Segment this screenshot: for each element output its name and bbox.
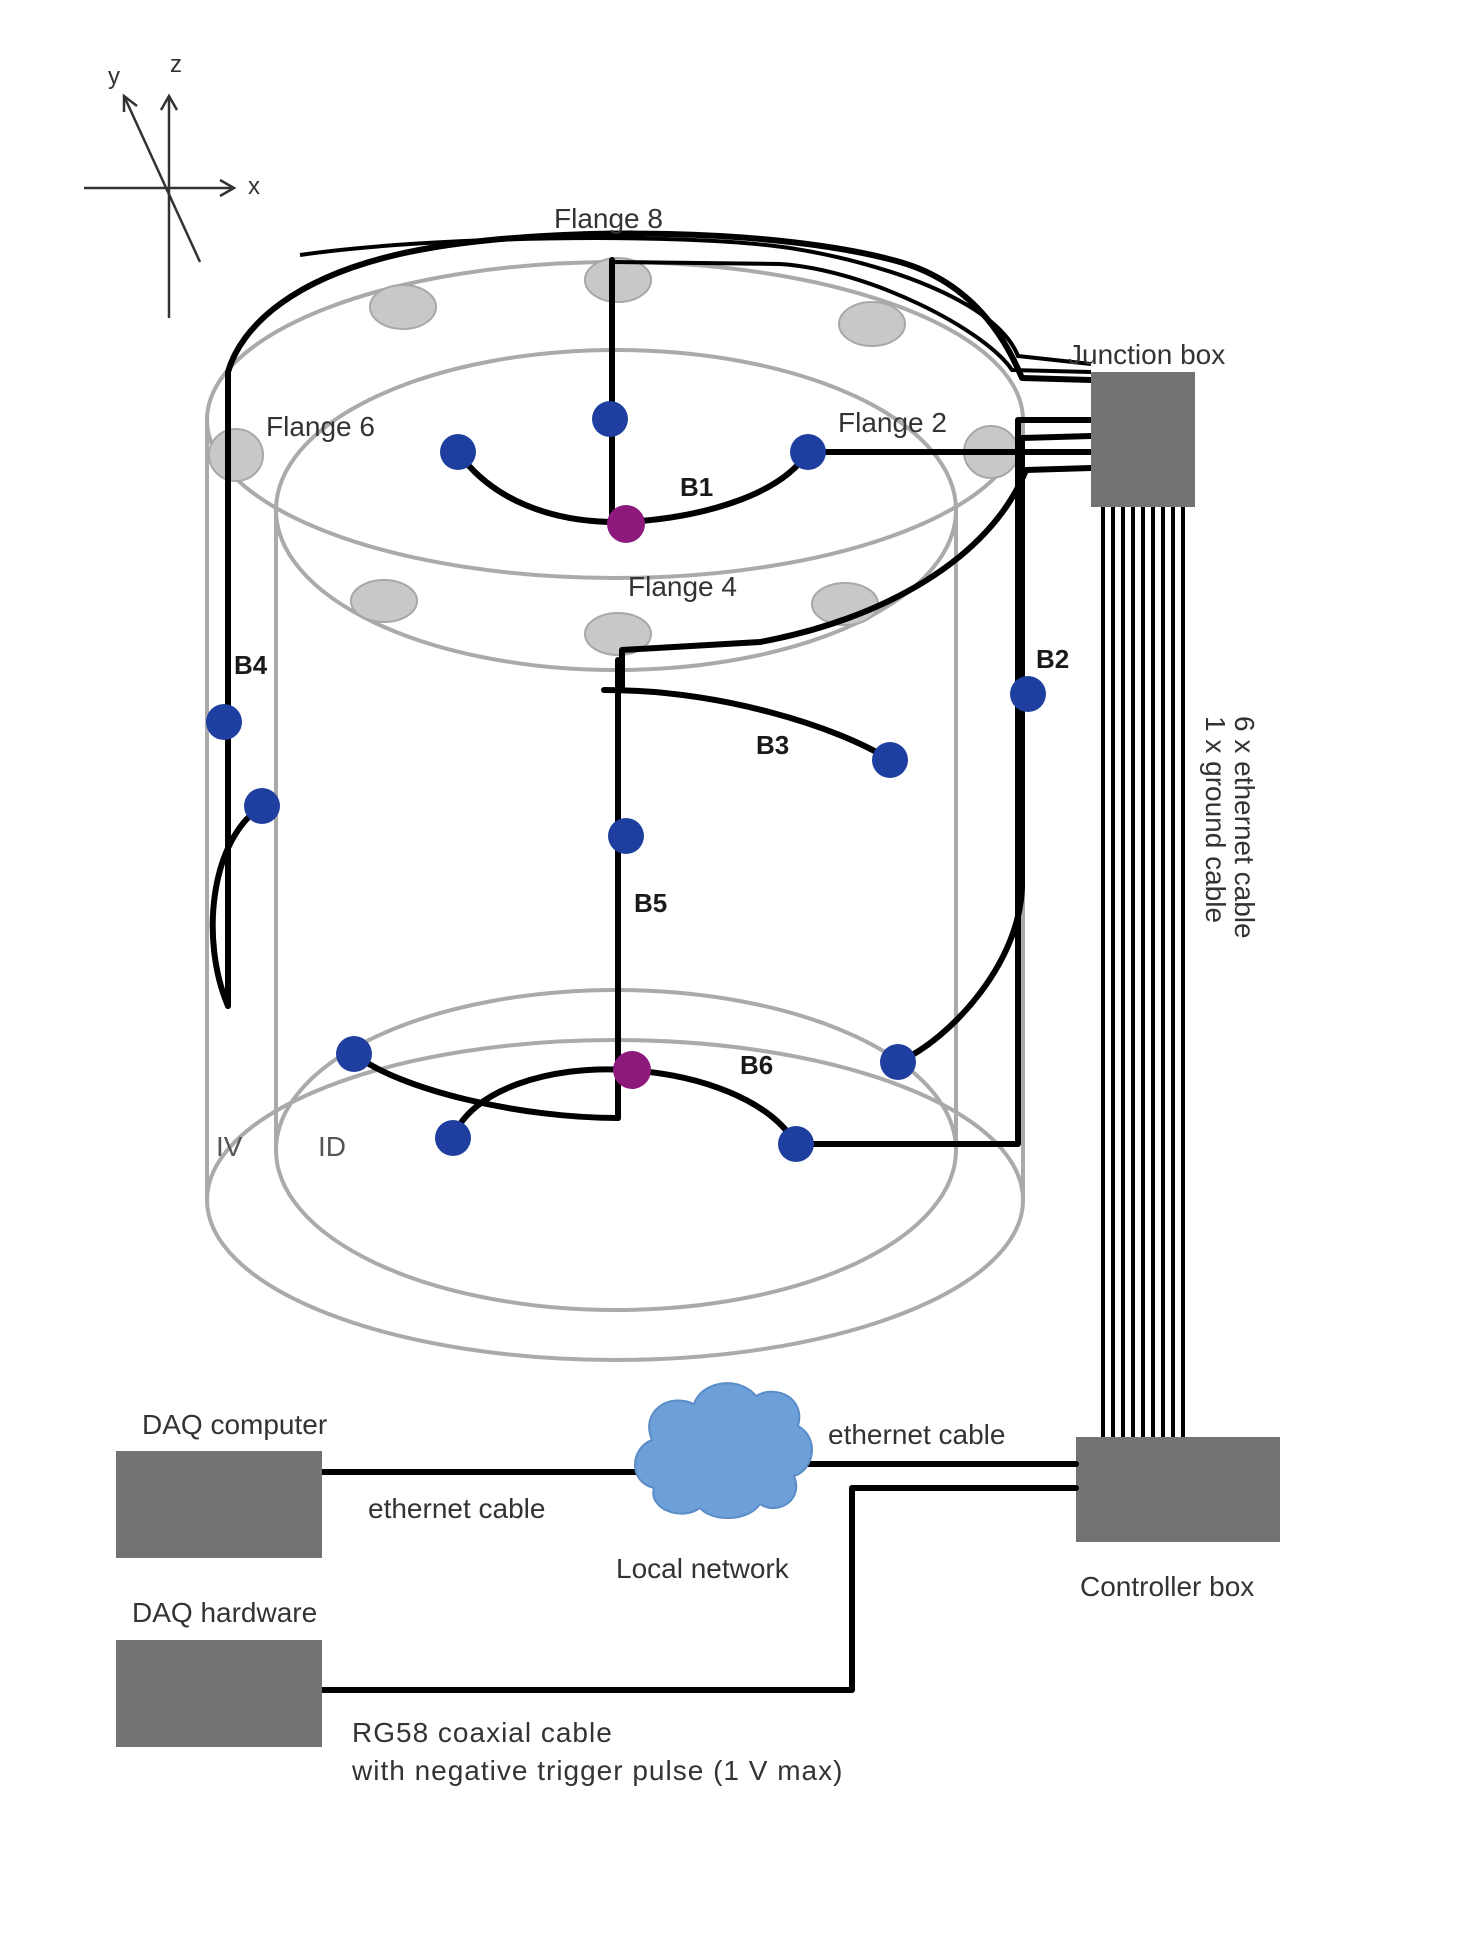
rg58-coax-cable (319, 1485, 1079, 1693)
cable-b3-arc (601, 687, 893, 763)
cable-b6-left-arc (351, 1051, 621, 1121)
iv-label: IV (216, 1131, 243, 1162)
flanges (208, 257, 1019, 656)
tank-labels: Flange 8 Flange 6 Flange 2 Flange 4 IV I… (216, 203, 1069, 1162)
daq-computer-shape (116, 1451, 322, 1558)
pmt-b5 (608, 818, 644, 854)
z-axis-label: z (170, 51, 182, 78)
b1-hub (607, 505, 645, 543)
flange-8-port (584, 257, 652, 303)
coordinate-axes: x y z (84, 51, 260, 318)
pmt-b3 (872, 742, 908, 778)
network-cloud-shape (634, 1382, 813, 1520)
b6-hub (613, 1051, 651, 1089)
controller-box-label: Controller box (1080, 1571, 1254, 1602)
flange-port (350, 579, 418, 623)
pmt-b2 (1010, 676, 1046, 712)
daq-hardware-label: DAQ hardware (132, 1597, 317, 1628)
b3-label: B3 (756, 730, 789, 760)
daq-computer-label: DAQ computer (142, 1409, 327, 1440)
cable-b6-right-run (793, 417, 1094, 1147)
pmt-b1-left (440, 434, 476, 470)
y-axis (122, 95, 202, 263)
junction-box-label: Junction box (1068, 339, 1225, 370)
cable-flange4-to-junction (619, 465, 1094, 693)
daq-hardware: DAQ hardware (116, 1597, 322, 1747)
cable-b4-top-run (225, 230, 1094, 1009)
b1-label: B1 (680, 472, 713, 502)
pmt-b6-left (336, 1036, 372, 1072)
flange-8-label: Flange 8 (554, 203, 663, 234)
id-label: ID (318, 1131, 346, 1162)
coax-cable-label-line2: with negative trigger pulse (1 V max) (351, 1755, 843, 1786)
pmts (206, 401, 1046, 1162)
flange-port (369, 284, 437, 330)
flange-4-label: Flange 4 (628, 571, 737, 602)
pmt-b6-front-right (778, 1126, 814, 1162)
y-axis-label: y (108, 63, 120, 90)
flange-6-port (208, 428, 264, 482)
bundle-label-line1: 6 x ethernet cable (1229, 716, 1260, 939)
cable-b4-loop (209, 803, 265, 1009)
cloud-icon (634, 1382, 813, 1520)
local-network-label: Local network (616, 1553, 790, 1584)
cable-b2-run (895, 433, 1094, 1065)
flange-port (838, 301, 906, 347)
pmt-b1-top (592, 401, 628, 437)
flange-2-label: Flange 2 (838, 407, 947, 438)
cable-b4-top-run-secondary (299, 236, 1092, 366)
b5-label: B5 (634, 888, 667, 918)
ethernet-cable-label-lower: ethernet cable (368, 1493, 545, 1524)
z-axis-arrowhead (159, 93, 179, 111)
pmt-b6-right (880, 1044, 916, 1080)
bundle-label-line2: 1 x ground cable (1200, 716, 1231, 923)
pmt-b6-front-left (435, 1120, 471, 1156)
controller-box-shape (1076, 1437, 1280, 1542)
daq-computer: DAQ computer (116, 1409, 327, 1558)
cable-flange8-to-junction (611, 260, 1092, 374)
junction-box-shape (1091, 372, 1195, 507)
x-axis-label: x (248, 173, 260, 200)
pmt-b4-upper (206, 704, 242, 740)
network-cables (319, 1461, 1079, 1693)
flange-4-port (584, 612, 652, 656)
y-axis-arrowhead (122, 93, 138, 112)
flange-6-label: Flange 6 (266, 411, 375, 442)
x-axis-arrowhead (219, 178, 237, 198)
daq-hardware-shape (116, 1640, 322, 1747)
b2-label: B2 (1036, 644, 1069, 674)
ethernet-bundle (1101, 505, 1185, 1437)
coax-cable-label-line1: RG58 coaxial cable (352, 1717, 613, 1748)
pmt-b4-lower (244, 788, 280, 824)
pmt-b1-right (790, 434, 826, 470)
pmt-cables (209, 230, 1185, 1437)
b6-label: B6 (740, 1050, 773, 1080)
ethernet-cable-label-upper: ethernet cable (828, 1419, 1005, 1450)
controller-box: Controller box (1076, 1437, 1280, 1602)
b4-label: B4 (234, 650, 268, 680)
junction-box: Junction box (1068, 339, 1225, 507)
